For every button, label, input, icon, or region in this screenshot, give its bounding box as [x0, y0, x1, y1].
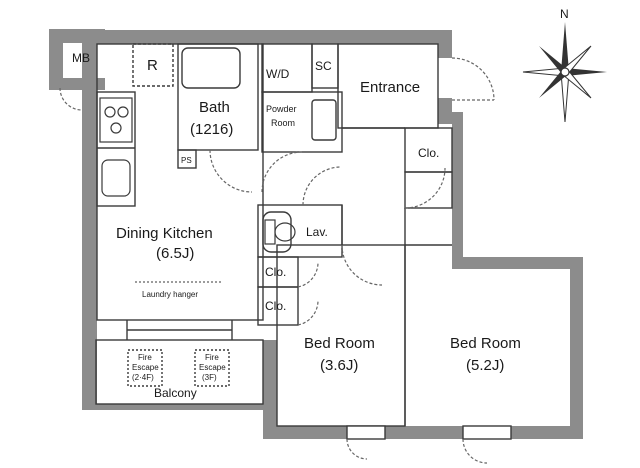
- walls: [49, 29, 583, 439]
- powder-room-label-1: Powder: [266, 104, 297, 114]
- bed-room-1-size-label: (3.6J): [320, 357, 358, 374]
- bath-label: Bath: [199, 99, 230, 116]
- fire-escape-2-line3: (3F): [202, 373, 217, 382]
- mb-label: MB: [72, 51, 90, 65]
- washer-dryer-label: W/D: [266, 67, 290, 81]
- stove-icon: [99, 97, 133, 143]
- fire-escape-2-line1: Fire: [205, 353, 219, 362]
- refrigerator-label: R: [147, 57, 158, 74]
- entrance-closet-label: Clo.: [418, 146, 439, 160]
- bed-room-2-size-label: (5.2J): [466, 357, 504, 374]
- closet-lower-label: Clo.: [265, 299, 286, 313]
- balcony-label: Balcony: [154, 386, 197, 400]
- toilet-icon: [264, 219, 296, 245]
- entrance-label: Entrance: [360, 79, 420, 96]
- bath-size-label: (1216): [190, 121, 233, 138]
- sink-icon: [101, 159, 131, 197]
- closet-upper-label: Clo.: [265, 265, 286, 279]
- fire-escape-1-line1: Fire: [138, 353, 152, 362]
- shoe-closet-label: SC: [315, 59, 332, 73]
- fire-escape-1-line3: (2·4F): [132, 373, 154, 382]
- ps-label: PS: [181, 156, 192, 165]
- compass-north-label: N: [560, 7, 569, 21]
- fire-escape-1-line2: Escape: [132, 363, 159, 372]
- powder-room-label-2: Room: [271, 118, 295, 128]
- bed-room-2-label: Bed Room: [450, 335, 521, 352]
- bed-room-1-label: Bed Room: [304, 335, 375, 352]
- compass-icon: N: [522, 7, 607, 123]
- dining-kitchen-size-label: (6.5J): [156, 245, 194, 262]
- lavatory-label: Lav.: [306, 225, 328, 239]
- laundry-hanger-label: Laundry hanger: [142, 290, 198, 299]
- fire-escape-2-line2: Escape: [199, 363, 226, 372]
- dining-kitchen-label: Dining Kitchen: [116, 225, 213, 242]
- doors: [59, 57, 495, 464]
